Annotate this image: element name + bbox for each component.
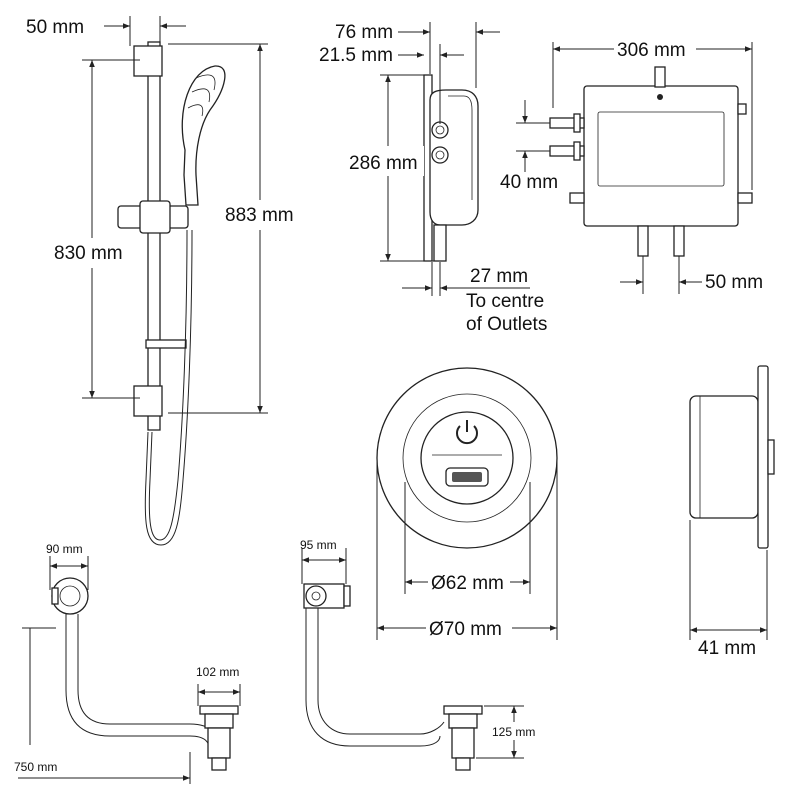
rail-total-label: 883 mm xyxy=(225,205,294,226)
overflow-hose xyxy=(65,614,211,753)
controller-front xyxy=(376,367,558,549)
soap-ring xyxy=(145,339,187,349)
box-width-label: 306 mm xyxy=(617,40,686,61)
ctrl-inner-label: Ø62 mm xyxy=(431,573,504,594)
rail-length-label: 830 mm xyxy=(54,243,123,264)
waste-left-overflow-label: 102 mm xyxy=(196,665,239,679)
inlet-spacing-label: 40 mm xyxy=(500,172,558,193)
outlet-note-2: of Outlets xyxy=(466,314,547,335)
ctrl-depth-label: 41 mm xyxy=(698,638,756,659)
power-icon xyxy=(456,425,478,445)
unit-offset-label: 21.5 mm xyxy=(319,45,393,66)
outlet-spacing-label: 50 mm xyxy=(705,272,763,293)
shower-hose xyxy=(148,229,188,541)
unit-height-label: 286 mm xyxy=(349,153,418,174)
controller-bezel xyxy=(757,365,769,549)
unit-front-dimensions: 306 mm 40 mm 50 mm xyxy=(500,36,763,294)
slider-clip xyxy=(139,200,171,234)
waste-left-width-label: 90 mm xyxy=(46,542,83,556)
rail-dimensions: 50 mm 830 mm 883 mm xyxy=(26,16,308,414)
unit-side-view xyxy=(423,74,479,262)
bath-waste-right xyxy=(303,583,483,771)
waste-hose xyxy=(305,608,441,747)
controller-side-dimensions: 41 mm xyxy=(689,520,768,659)
unit-side-dimensions: 76 mm 21.5 mm 286 mm 27 mm To centre of … xyxy=(319,22,547,335)
outlet-note-1: To centre xyxy=(466,291,544,312)
top-bracket xyxy=(133,45,163,77)
rail-width-label: 50 mm xyxy=(26,17,84,38)
waste-left-length-label: 750 mm xyxy=(14,760,57,774)
unit-depth-label: 76 mm xyxy=(335,22,393,43)
ctrl-outer-label: Ø70 mm xyxy=(429,619,502,640)
unit-front-view xyxy=(549,66,753,257)
outlet-offset-label: 27 mm xyxy=(470,266,528,287)
bath-waste-left xyxy=(51,577,239,771)
waste-left-dimensions: 90 mm 102 mm 750 mm xyxy=(14,542,241,784)
box-body xyxy=(583,85,739,227)
riser-rail xyxy=(147,41,161,431)
controller-side xyxy=(689,365,775,549)
handset xyxy=(181,65,226,206)
bottom-bracket xyxy=(133,385,163,417)
controller-front-dimensions: Ø62 mm Ø70 mm xyxy=(376,458,558,640)
waste-right-height-label: 125 mm xyxy=(492,725,535,739)
outlet-pipe xyxy=(433,224,447,262)
waste-right-width-label: 95 mm xyxy=(300,538,337,552)
waste-right-dimensions: 95 mm 125 mm xyxy=(300,538,546,759)
shower-rail-kit xyxy=(117,41,226,546)
